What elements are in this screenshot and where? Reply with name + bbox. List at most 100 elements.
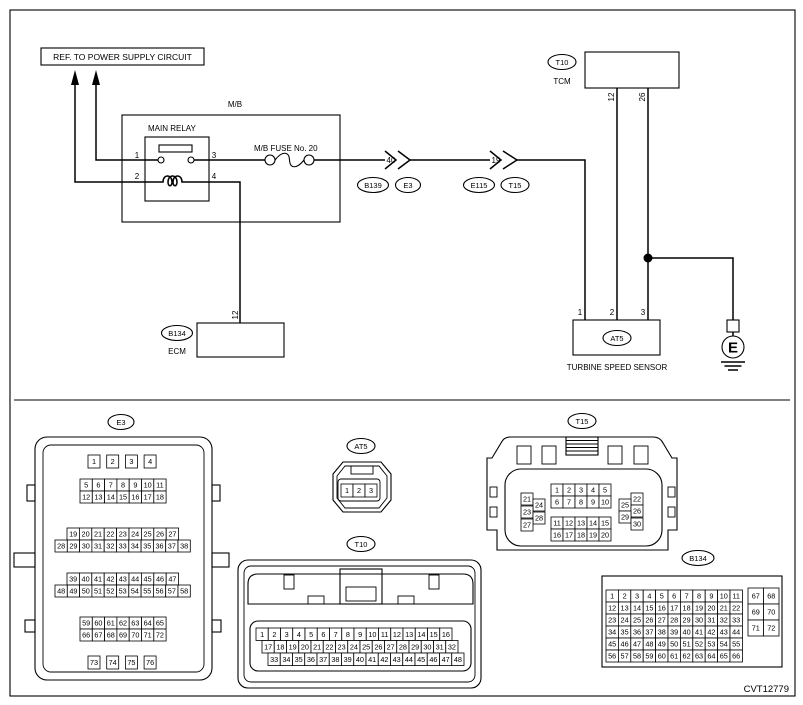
e3-pin-label: 24 [131, 530, 139, 539]
e3-pin-label: 40 [82, 575, 90, 584]
connector-t10-outline [237, 559, 482, 689]
e3-pin-label: 13 [94, 493, 102, 502]
at5-pin-cell [364, 483, 378, 498]
e3-pin-label: 54 [131, 587, 139, 596]
b134-pin-label: 48 [645, 640, 653, 649]
e3-pin-cell [153, 628, 167, 642]
tag-e115-label: E115 [471, 181, 488, 190]
ground-circle [721, 335, 745, 359]
b134-pin-label: 27 [658, 616, 666, 625]
t15-pin-label: 30 [633, 520, 641, 529]
e3-pin-cell [153, 490, 167, 504]
wire-shield-ground [648, 257, 734, 320]
connector-e3-tag [107, 413, 135, 431]
t10-pin-label: 38 [331, 655, 339, 664]
t15-pin-label: 18 [577, 531, 585, 540]
t10-pin-label: 43 [393, 655, 401, 664]
b134-pin-label: 42 [707, 628, 715, 637]
b134-pin-label: 60 [658, 652, 666, 661]
t10-pin-label: 6 [321, 630, 325, 639]
t10-pin-label: 47 [442, 655, 450, 664]
b134-pin-label: 59 [645, 652, 653, 661]
b134-pin-label: 13 [621, 604, 629, 613]
b134-pin-label: 71 [752, 624, 760, 633]
b134-pin-label: 23 [608, 616, 616, 625]
sensor-pin-3: 3 [641, 308, 646, 317]
connector-chevron-icon [384, 150, 398, 170]
e3-pin-label: 52 [106, 587, 114, 596]
e3-pin-label: 17 [144, 493, 152, 502]
b134-pin-label: 64 [707, 652, 715, 661]
sensor-label: TURBINE SPEED SENSOR [567, 363, 668, 372]
b134-pin-label: 69 [752, 608, 760, 617]
e3-pin-label: 20 [82, 530, 90, 539]
connector-at5-outline [332, 461, 392, 513]
b134-pin-label: 58 [633, 652, 641, 661]
connector-t10-tag [346, 535, 376, 553]
e3-pin-label: 33 [119, 542, 127, 551]
b134-pin-label: 51 [683, 640, 691, 649]
tag-b139 [356, 176, 390, 194]
b134-pin-label: 44 [732, 628, 740, 637]
power-supply-ref-box [40, 47, 205, 66]
t15-pin-label: 2 [567, 486, 571, 495]
t10-pin-label: 23 [338, 642, 346, 651]
turbine-speed-sensor: AT5 1 2 3 TURBINE SPEED SENSOR [567, 308, 668, 372]
b134-pin-label: 62 [683, 652, 691, 661]
e3-pin-label: 73 [90, 658, 98, 667]
e3-pin-label: 10 [144, 481, 152, 490]
connector-e3-tab [211, 484, 221, 502]
power-supply-ref-label: REF. TO POWER SUPPLY CIRCUIT [53, 52, 192, 62]
e3-pin-label: 59 [82, 619, 90, 628]
b134-pin-label: 68 [767, 592, 775, 601]
b134-pin-label: 9 [709, 592, 713, 601]
t15-pin-label: 12 [565, 519, 573, 528]
e3-pin-label: 11 [156, 481, 164, 490]
t15-pin-label: 10 [601, 498, 609, 507]
e3-pin-label: 62 [119, 619, 127, 628]
tcm: T10 TCM 12 26 [547, 51, 680, 101]
t10-pin-label: 2 [272, 630, 276, 639]
connector-at5-latch [350, 465, 374, 475]
t15-pin-label: 29 [621, 513, 629, 522]
b134-pin-label: 40 [683, 628, 691, 637]
connector-e3-flange-right [211, 552, 230, 568]
at5-pin-label: 2 [357, 486, 361, 495]
t15-pin-label: 22 [633, 495, 641, 504]
connector-t15-tab [489, 486, 498, 498]
e3-pin-cell [87, 655, 101, 670]
connector-e3-outline [34, 436, 213, 681]
b134-pin-label: 37 [645, 628, 653, 637]
e3-pin-cell [106, 454, 120, 469]
b134-pin-label: 55 [732, 640, 740, 649]
e3-pin-label: 46 [156, 575, 164, 584]
t10-pin-label: 22 [325, 642, 333, 651]
connector-t15-guide [633, 445, 649, 465]
connector-t15-tag-label: T15 [576, 417, 589, 426]
e3-pin-label: 2 [111, 457, 115, 466]
relay-pin-2: 2 [135, 172, 140, 181]
relay-pin-4: 4 [212, 172, 217, 181]
e3-pin-label: 55 [143, 587, 151, 596]
connector-t15-guide [607, 445, 623, 465]
t15-pin-label: 23 [523, 508, 531, 517]
connector-at5-tag-label: AT5 [354, 442, 367, 451]
relay-pin-3: 3 [212, 151, 217, 160]
t10-pin-label: 41 [368, 655, 376, 664]
connector-t15-tab [667, 506, 676, 518]
ecm: B134 ECM 12 [160, 310, 285, 358]
b134-pin-label: 35 [621, 628, 629, 637]
t15-pin-label: 3 [579, 486, 583, 495]
e3-pin-cell [177, 539, 191, 553]
connector-e3-tag-label: E3 [116, 418, 125, 427]
e3-pin-label: 51 [94, 587, 102, 596]
tag-at5 [602, 329, 632, 347]
connector-t10-hood [247, 573, 474, 605]
t10-pin-label: 3 [285, 630, 289, 639]
t15-pin-cell [520, 518, 534, 532]
connector-b134-tag [681, 549, 715, 567]
t10-pin-cell [451, 652, 465, 666]
e3-pin-label: 6 [96, 481, 100, 490]
wire-relay-to-ecm [209, 181, 241, 323]
